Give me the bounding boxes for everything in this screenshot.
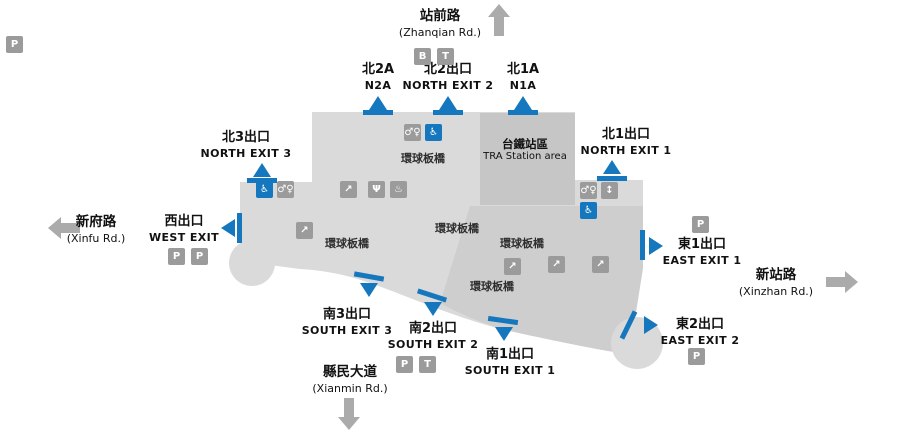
accessible-icon: ♿ [256, 181, 273, 198]
n1a-exit-bar [508, 110, 538, 115]
road-arrow-north-icon [488, 4, 510, 36]
south-exit-1-arrow-icon [495, 327, 513, 341]
road-arrow-east-icon [826, 271, 858, 293]
elevator-icon: ↕ [601, 182, 618, 199]
north-exit-2-arrow-icon [439, 96, 457, 110]
south-exit-2-arrow-icon [424, 302, 442, 316]
restaurant-icon: Ψ [368, 181, 385, 198]
mall-label: 環球板橋 [325, 237, 369, 250]
restroom-icon: ♂♀ [404, 124, 421, 141]
road-name-zh: 新府路 [75, 214, 117, 230]
parking-icon: P [396, 356, 413, 373]
mall-label: 環球板橋 [435, 222, 479, 235]
exit-label-east-exit-1: 東1出口 EAST EXIT 1 [662, 237, 742, 267]
exit-label-north-exit-2: 北2出口 NORTH EXIT 2 [402, 62, 494, 92]
escalator-icon: ↗ [504, 258, 521, 275]
road-label-xinzhan: 新站路 (Xinzhan Rd.) [736, 267, 816, 299]
road-arrow-south-icon [338, 398, 360, 430]
exit-label-south-exit-3: 南3出口 SOUTH EXIT 3 [301, 307, 393, 337]
restroom-icon: ♂♀ [277, 181, 294, 198]
west-exit-bar [237, 213, 242, 243]
escalator-icon: ↗ [340, 181, 357, 198]
accessible-icon: ♿ [425, 124, 442, 141]
road-name-en: (Zhanqian Rd.) [398, 25, 482, 39]
mall-label: 環球板橋 [401, 152, 445, 165]
east-exit-1-bar [640, 230, 645, 260]
north-exit-1-bar [597, 176, 627, 181]
exit-label-n2a: 北2A N2A [361, 62, 395, 92]
escalator-icon: ↗ [592, 256, 609, 273]
exit-label-south-exit-2: 南2出口 SOUTH EXIT 2 [387, 321, 479, 351]
escalator-icon: ↗ [296, 222, 313, 239]
road-name-en: (Xianmin Rd.) [312, 381, 388, 395]
taxi-icon: T [419, 356, 436, 373]
n2a-exit-arrow-icon [369, 96, 387, 110]
road-label-zhanqian: 站前路 (Zhanqian Rd.) [378, 8, 502, 40]
road-arrow-west-icon [48, 217, 80, 239]
east-exit-2-arrow-icon [644, 316, 658, 334]
road-name-zh: 縣民大道 [323, 364, 377, 380]
bus-icon: B [414, 48, 431, 65]
road-name-zh: 新站路 [755, 267, 797, 283]
east-exit-1-arrow-icon [649, 237, 663, 255]
north-exit-3-arrow-icon [253, 163, 271, 177]
south-exit-3-arrow-icon [360, 283, 378, 297]
restroom-icon: ♂♀ [580, 182, 597, 199]
north-exit-1-arrow-icon [603, 160, 621, 174]
exit-label-north-exit-3: 北3出口 NORTH EXIT 3 [200, 130, 292, 160]
exit-label-north-exit-1: 北1出口 NORTH EXIT 1 [580, 127, 672, 157]
road-name-en: (Xinzhan Rd.) [738, 284, 814, 298]
west-exit-arrow-icon [221, 219, 235, 237]
exit-label-east-exit-2: 東2出口 EAST EXIT 2 [660, 317, 740, 347]
accessible-icon: ♿ [580, 202, 597, 219]
north-exit-3-bar [247, 178, 277, 183]
mall-label: 環球板橋 [500, 237, 544, 250]
n1a-exit-arrow-icon [514, 96, 532, 110]
road-label-xianmin: 縣民大道 (Xianmin Rd.) [308, 364, 392, 396]
taxi-icon: T [437, 48, 454, 65]
road-label-xinfu: 新府路 (Xinfu Rd.) [58, 214, 134, 246]
mall-label: 環球板橋 [470, 280, 514, 293]
scooter-parking-icon: P [191, 248, 208, 265]
parking-icon: P [688, 348, 705, 365]
escalator-icon: ↗ [548, 256, 565, 273]
parking-icon: P [168, 248, 185, 265]
exit-label-south-exit-1: 南1出口 SOUTH EXIT 1 [464, 347, 556, 377]
parking-icon: P [692, 216, 709, 233]
road-name-zh: 站前路 [419, 8, 461, 24]
exit-label-west-exit: 西出口 WEST EXIT [148, 214, 220, 244]
scooter-parking-icon: P [6, 36, 23, 53]
n2a-exit-bar [363, 110, 393, 115]
tra-station-area-label: 台鐵站區 TRA Station area [483, 137, 567, 163]
cafe-icon: ♨ [390, 181, 407, 198]
road-name-en: (Xinfu Rd.) [66, 231, 126, 245]
exit-label-n1a: 北1A N1A [506, 62, 540, 92]
north-exit-2-bar [433, 110, 463, 115]
